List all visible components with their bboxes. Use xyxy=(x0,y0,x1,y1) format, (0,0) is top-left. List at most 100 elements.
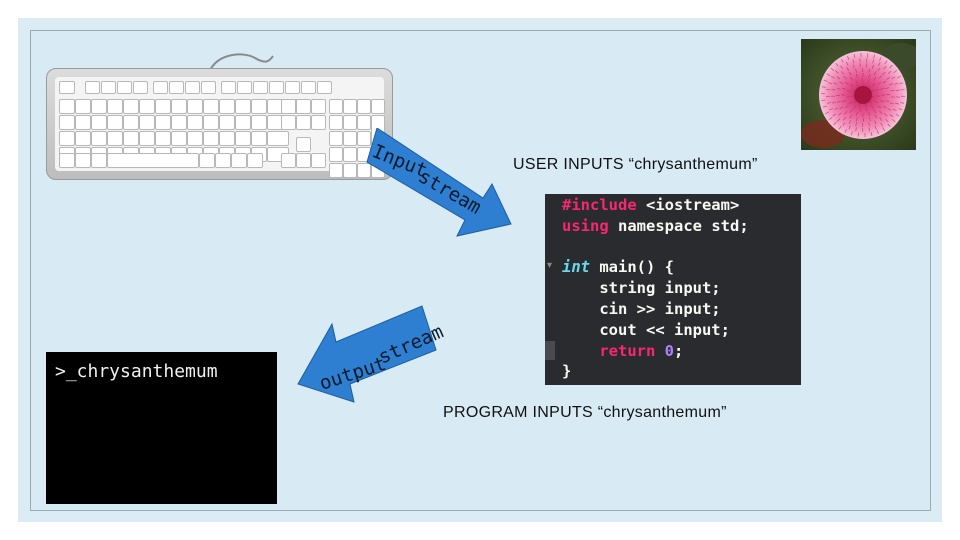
keyboard-key xyxy=(107,153,199,168)
code-line-2: using namespace std; xyxy=(562,217,749,235)
keyboard-key xyxy=(155,131,171,146)
keyboard-key xyxy=(281,115,296,130)
keyboard-key xyxy=(155,99,171,114)
keyboard-key xyxy=(235,131,251,146)
keyboard-key xyxy=(296,99,311,114)
keyboard-key xyxy=(75,115,91,130)
keyboard-key xyxy=(329,147,343,162)
keyboard-key xyxy=(153,81,168,94)
keyboard-key xyxy=(117,81,132,94)
keyboard-key xyxy=(219,99,235,114)
code-line-6: cout << input; xyxy=(562,321,730,339)
input-stream-arrow: Input stream xyxy=(366,128,512,237)
keyboard-key xyxy=(317,81,332,94)
keyboard-key xyxy=(75,131,91,146)
code-keyword: #include xyxy=(562,196,637,214)
keyboard-key xyxy=(199,153,215,168)
code-line-3: int main() { xyxy=(562,258,674,276)
code-keyword: using xyxy=(562,217,609,235)
keyboard-key xyxy=(247,153,263,168)
keyboard-key xyxy=(75,153,91,168)
keyboard-key xyxy=(85,81,100,94)
keyboard-key xyxy=(75,99,91,114)
keyboard-key xyxy=(343,163,357,178)
code-text: namespace std; xyxy=(608,217,749,235)
keyboard-key xyxy=(107,131,123,146)
keyboard-key xyxy=(311,99,326,114)
keyboard-key xyxy=(203,131,219,146)
keyboard-key xyxy=(329,131,343,146)
keyboard-key xyxy=(59,153,75,168)
keyboard-key xyxy=(139,115,155,130)
code-text: main() { xyxy=(590,258,674,276)
keyboard-key xyxy=(251,115,267,130)
keyboard-key xyxy=(357,131,371,146)
keyboard-key xyxy=(123,131,139,146)
keyboard-key xyxy=(201,81,216,94)
keyboard-key xyxy=(219,131,235,146)
code-line-5: cin >> input; xyxy=(562,300,721,318)
code-text: <iostream> xyxy=(636,196,740,214)
code-line-4: string input; xyxy=(562,279,721,297)
line-highlight xyxy=(545,341,555,360)
keyboard-key xyxy=(329,163,343,178)
keyboard-key xyxy=(91,115,107,130)
keyboard-key xyxy=(107,99,123,114)
keyboard-key xyxy=(343,147,357,162)
keyboard-image xyxy=(46,68,393,180)
keyboard-keys xyxy=(55,77,385,178)
keyboard-key xyxy=(187,131,203,146)
keyboard-key xyxy=(296,153,311,168)
keyboard-key xyxy=(139,99,155,114)
keyboard-key xyxy=(251,131,267,146)
keyboard-key xyxy=(185,81,200,94)
keyboard-key xyxy=(281,99,296,114)
code-line-8: } xyxy=(562,362,572,380)
keyboard-key xyxy=(215,153,231,168)
keyboard-key xyxy=(139,131,155,146)
keyboard-key xyxy=(329,115,343,130)
user-inputs-caption: USER INPUTS “chrysanthemum” xyxy=(513,156,758,173)
keyboard-key xyxy=(357,99,371,114)
keyboard-key xyxy=(311,153,326,168)
keyboard-key xyxy=(221,81,236,94)
keyboard-key xyxy=(91,153,107,168)
keyboard-key xyxy=(296,137,311,152)
keyboard-key xyxy=(235,115,251,130)
keyboard-key xyxy=(371,99,385,114)
keyboard-key xyxy=(203,115,219,130)
keyboard-key xyxy=(253,81,268,94)
keyboard-key xyxy=(123,115,139,130)
fold-marker-icon: ▾ xyxy=(547,260,553,271)
code-keyword: return xyxy=(562,342,656,360)
keyboard-key xyxy=(59,81,75,94)
keyboard-key xyxy=(357,115,371,130)
keyboard-key xyxy=(155,115,171,130)
chrysanthemum-photo xyxy=(801,39,916,150)
keyboard-key xyxy=(281,153,296,168)
keyboard-key xyxy=(171,99,187,114)
program-inputs-caption: PROGRAM INPUTS “chrysanthemum” xyxy=(443,404,727,421)
keyboard-key xyxy=(357,163,371,178)
keyboard-key xyxy=(231,153,247,168)
terminal-window: >_chrysanthemum xyxy=(46,352,277,504)
keyboard-key xyxy=(59,115,75,130)
keyboard-key xyxy=(343,131,357,146)
keyboard-key xyxy=(329,99,343,114)
keyboard-key xyxy=(311,115,326,130)
keyboard-key xyxy=(343,115,357,130)
code-type: int xyxy=(562,258,590,276)
keyboard-key xyxy=(343,99,357,114)
keyboard-key xyxy=(235,99,251,114)
keyboard-key xyxy=(107,115,123,130)
keyboard-key xyxy=(171,131,187,146)
keyboard-key xyxy=(237,81,252,94)
output-stream-arrow: output stream xyxy=(297,305,447,403)
code-text: ; xyxy=(674,342,684,360)
keyboard-key xyxy=(101,81,116,94)
keyboard-key xyxy=(171,115,187,130)
code-number: 0 xyxy=(655,342,674,360)
keyboard-key xyxy=(285,81,300,94)
keyboard-key xyxy=(219,115,235,130)
keyboard-key xyxy=(269,81,284,94)
